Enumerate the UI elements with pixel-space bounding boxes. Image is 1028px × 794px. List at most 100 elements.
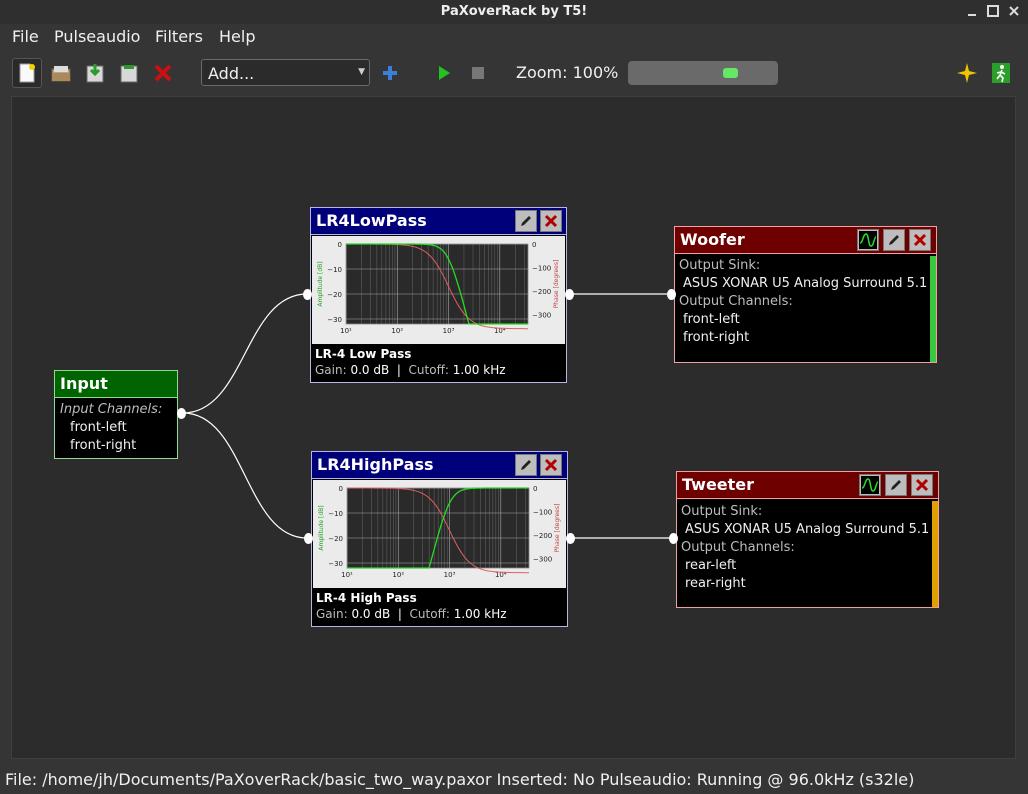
input-node-header[interactable]: Input bbox=[55, 371, 177, 398]
menu-file[interactable]: File bbox=[12, 27, 39, 46]
lowpass-filter-name: LR-4 Low Pass bbox=[315, 347, 412, 361]
y-right-axis-label: Phase [degrees] bbox=[554, 504, 561, 553]
play-icon bbox=[439, 66, 450, 80]
woofer-remove-button[interactable] bbox=[909, 229, 931, 251]
woofer-node-title: Woofer bbox=[680, 230, 745, 249]
y-left-tick-label: −30 bbox=[327, 316, 342, 324]
input-output-port[interactable] bbox=[177, 408, 186, 419]
title-bar: PaXoverRack by T5! bbox=[0, 0, 1028, 24]
add-button[interactable] bbox=[375, 58, 405, 88]
cutoff-value: 1.00 kHz bbox=[452, 363, 506, 377]
play-button[interactable] bbox=[429, 58, 459, 88]
y-left-tick-label: 0 bbox=[339, 485, 343, 493]
close-icon bbox=[544, 458, 558, 472]
zoom-label: Zoom: 100% bbox=[516, 63, 619, 82]
delete-button[interactable] bbox=[148, 58, 178, 88]
tweeter-edit-button[interactable] bbox=[885, 474, 907, 496]
magic-button[interactable] bbox=[952, 58, 982, 88]
tweeter-remove-button[interactable] bbox=[911, 474, 933, 496]
phase-curve bbox=[347, 487, 529, 574]
tweeter-scope-button[interactable] bbox=[859, 474, 881, 496]
woofer-sink-value: ASUS XONAR U5 Analog Surround 5.1 bbox=[683, 276, 928, 291]
delete-icon bbox=[154, 64, 172, 82]
new-file-button[interactable] bbox=[12, 58, 42, 88]
menu-help[interactable]: Help bbox=[219, 27, 256, 46]
tweeter-node-header[interactable]: Tweeter bbox=[677, 472, 938, 499]
pencil-icon bbox=[891, 480, 901, 490]
y-right-tick-label: −200 bbox=[533, 532, 552, 540]
y-left-tick-label: −20 bbox=[327, 291, 342, 299]
woofer-channel-item: front-left bbox=[683, 312, 740, 327]
minimize-button[interactable] bbox=[965, 4, 979, 18]
maximize-icon bbox=[987, 5, 999, 17]
save-icon bbox=[86, 64, 104, 83]
exit-button[interactable] bbox=[986, 58, 1016, 88]
save-file-button[interactable] bbox=[80, 58, 110, 88]
window-title: PaXoverRack by T5! bbox=[440, 4, 588, 19]
lowpass-node-header[interactable]: LR4LowPass bbox=[311, 208, 566, 235]
woofer-channels-label: Output Channels: bbox=[679, 294, 793, 309]
highpass-filter-name: LR-4 High Pass bbox=[316, 591, 417, 605]
add-filter-combo[interactable]: Add... ▼ bbox=[201, 59, 370, 86]
cutoff-value: 1.00 kHz bbox=[453, 607, 507, 621]
x-tick-label: 10¹ bbox=[341, 571, 353, 579]
zoom-slider[interactable] bbox=[628, 61, 778, 85]
highpass-output-port[interactable] bbox=[566, 533, 575, 544]
y-right-tick-label: 0 bbox=[532, 241, 536, 249]
lowpass-remove-button[interactable] bbox=[540, 210, 562, 232]
menu-pulseaudio[interactable]: Pulseaudio bbox=[54, 27, 141, 46]
lowpass-input-port[interactable] bbox=[303, 289, 312, 300]
save-as-icon bbox=[120, 65, 138, 83]
waveform-icon bbox=[861, 476, 879, 494]
lowpass-output-port[interactable] bbox=[565, 289, 574, 300]
param-separator: | bbox=[397, 607, 402, 621]
y-left-tick-label: −20 bbox=[328, 535, 343, 543]
chevron-down-icon: ▼ bbox=[358, 67, 365, 77]
highpass-edit-button[interactable] bbox=[515, 454, 537, 476]
close-icon bbox=[1009, 6, 1019, 16]
waveform-icon bbox=[859, 231, 877, 249]
toolbar: Add... ▼ Zoom: 100% bbox=[0, 52, 1028, 94]
tweeter-node[interactable]: Tweeter Output Sink: ASUS XONAR U5 Analo… bbox=[676, 471, 939, 608]
minimize-icon bbox=[968, 14, 976, 16]
tweeter-channel-item: rear-left bbox=[685, 558, 737, 573]
open-folder-icon bbox=[51, 66, 71, 82]
open-file-button[interactable] bbox=[46, 58, 76, 88]
y-right-tick-label: −300 bbox=[532, 312, 551, 320]
tweeter-input-port[interactable] bbox=[669, 533, 678, 544]
maximize-button[interactable] bbox=[986, 4, 1000, 18]
woofer-scope-button[interactable] bbox=[857, 229, 879, 251]
highpass-node-header[interactable]: LR4HighPass bbox=[312, 452, 567, 479]
menu-filters[interactable]: Filters bbox=[155, 27, 203, 46]
y-left-tick-label: 0 bbox=[338, 241, 342, 249]
x-tick-label: 10² bbox=[392, 571, 404, 579]
y-right-tick-label: 0 bbox=[533, 485, 537, 493]
gain-value: 0.0 dB bbox=[351, 607, 391, 621]
x-tick-label: 10⁴ bbox=[495, 571, 507, 579]
y-right-axis-label: Phase [degrees] bbox=[553, 260, 560, 309]
x-tick-label: 10¹ bbox=[340, 327, 352, 335]
close-window-button[interactable] bbox=[1007, 4, 1021, 18]
y-left-axis-label: Amplitude [dB] bbox=[317, 261, 324, 306]
save-as-button[interactable] bbox=[114, 58, 144, 88]
zoom-slider-handle[interactable] bbox=[722, 68, 738, 78]
x-tick-label: 10² bbox=[391, 327, 403, 335]
input-node[interactable]: Input Input Channels: front-left front-r… bbox=[54, 370, 178, 459]
lowpass-edit-button[interactable] bbox=[515, 210, 537, 232]
woofer-sink-label: Output Sink: bbox=[679, 258, 761, 273]
highpass-input-port[interactable] bbox=[304, 533, 313, 544]
highpass-remove-button[interactable] bbox=[540, 454, 562, 476]
woofer-input-port[interactable] bbox=[667, 289, 676, 300]
woofer-edit-button[interactable] bbox=[883, 229, 905, 251]
input-node-title: Input bbox=[60, 374, 108, 393]
woofer-node[interactable]: Woofer Output Sink: ASUS XONAR U5 Analog… bbox=[674, 226, 937, 363]
plus-icon bbox=[383, 66, 397, 80]
stop-button[interactable] bbox=[463, 58, 493, 88]
tweeter-channels-label: Output Channels: bbox=[681, 540, 795, 555]
rack-canvas[interactable] bbox=[11, 96, 1016, 759]
woofer-node-header[interactable]: Woofer bbox=[675, 227, 936, 254]
tweeter-node-title: Tweeter bbox=[682, 475, 755, 494]
